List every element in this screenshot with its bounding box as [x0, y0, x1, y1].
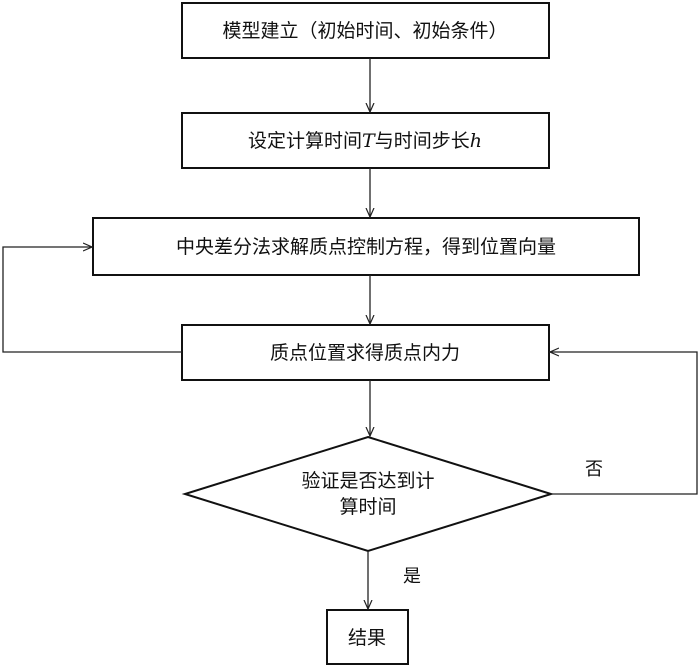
model-setup-label: 模型建立（初始时间、初始条件） — [222, 20, 507, 42]
check-time-line2: 算时间 — [339, 496, 396, 518]
central-diff-box — [92, 217, 640, 276]
model-setup-box — [181, 2, 550, 59]
check-time-line1: 验证是否达到计 — [301, 470, 434, 492]
internal-force-label: 质点位置求得质点内力 — [270, 342, 460, 364]
arrow-loop-no — [550, 352, 698, 495]
check-time-diamond — [181, 435, 555, 553]
arrow-loop-left — [2, 247, 182, 353]
central-diff-label: 中央差分法求解质点控制方程，得到位置向量 — [176, 236, 556, 258]
set-time-box — [181, 112, 550, 169]
set-time-text-a: 设定计算时间 — [248, 130, 362, 152]
edge-label-no: 否 — [585, 459, 603, 480]
set-time-text-b: 与时间步长 — [375, 130, 470, 152]
result-label: 结果 — [348, 627, 386, 649]
edge-label-yes: 是 — [403, 566, 421, 587]
set-time-var-t: T — [362, 130, 376, 152]
result-box — [326, 609, 409, 665]
set-time-var-h: h — [470, 130, 482, 152]
set-time-label: 设定计算时间T与时间步长h — [248, 130, 482, 152]
